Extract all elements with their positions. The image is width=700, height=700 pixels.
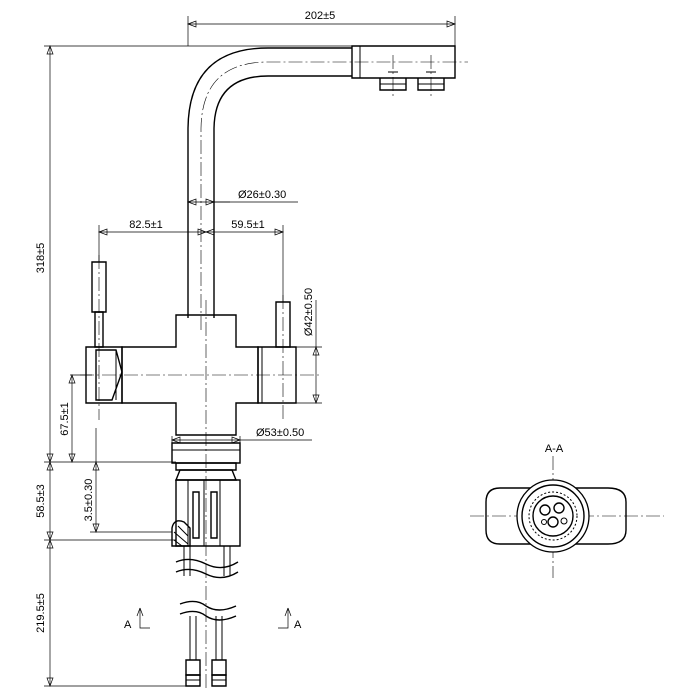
dim-left-handle-offset: 82.5±1 — [129, 219, 163, 231]
section-outer-ring — [516, 479, 590, 553]
dim-body-height: 67.5±1 — [59, 402, 71, 436]
dimension-labels: 202±5 318±5 Ø26±0.30 82.5±1 59.5±1 Ø42±0… — [35, 10, 335, 633]
dim-right-handle-offset: 59.5±1 — [231, 219, 265, 231]
spout-outlet-head — [351, 45, 456, 91]
faucet-front-view: A A — [80, 45, 468, 690]
section-channel-1 — [539, 504, 551, 516]
gasket-section — [171, 520, 191, 547]
dim-spout-reach: 202±5 — [305, 10, 336, 22]
flexible-hoses — [179, 600, 237, 687]
dim-total-height: 318±5 — [35, 243, 47, 274]
dim-gasket-thickness: 3.5±0.30 — [83, 479, 95, 522]
dim-spout-diameter: Ø26±0.30 — [238, 189, 286, 201]
spout-outline-inner — [213, 75, 352, 318]
spout-centerline — [200, 61, 468, 330]
section-channel-2 — [553, 502, 565, 514]
dim-body-diameter: Ø42±0.50 — [303, 288, 315, 336]
threaded-rod — [175, 546, 239, 579]
svg-text:A: A — [294, 619, 302, 631]
dim-hose-length: 219.5±5 — [35, 593, 47, 633]
fixing-nut — [171, 469, 241, 547]
left-handle-lever — [91, 255, 107, 420]
dim-thread-length: 58.5±3 — [35, 484, 47, 518]
section-title: A-A — [545, 443, 564, 455]
section-body-outline — [485, 487, 627, 545]
base-ring — [171, 442, 241, 471]
dim-base-diameter: Ø53±0.50 — [256, 427, 304, 439]
section-marker-left: A — [124, 607, 150, 631]
svg-text:A: A — [124, 619, 132, 631]
section-marker-right: A — [278, 607, 302, 631]
dimension-lines — [44, 16, 456, 687]
section-view-aa: A-A — [470, 443, 664, 578]
section-channel-3 — [547, 516, 559, 528]
spout-outline-outer — [187, 47, 352, 318]
right-handle-lever — [275, 295, 291, 420]
